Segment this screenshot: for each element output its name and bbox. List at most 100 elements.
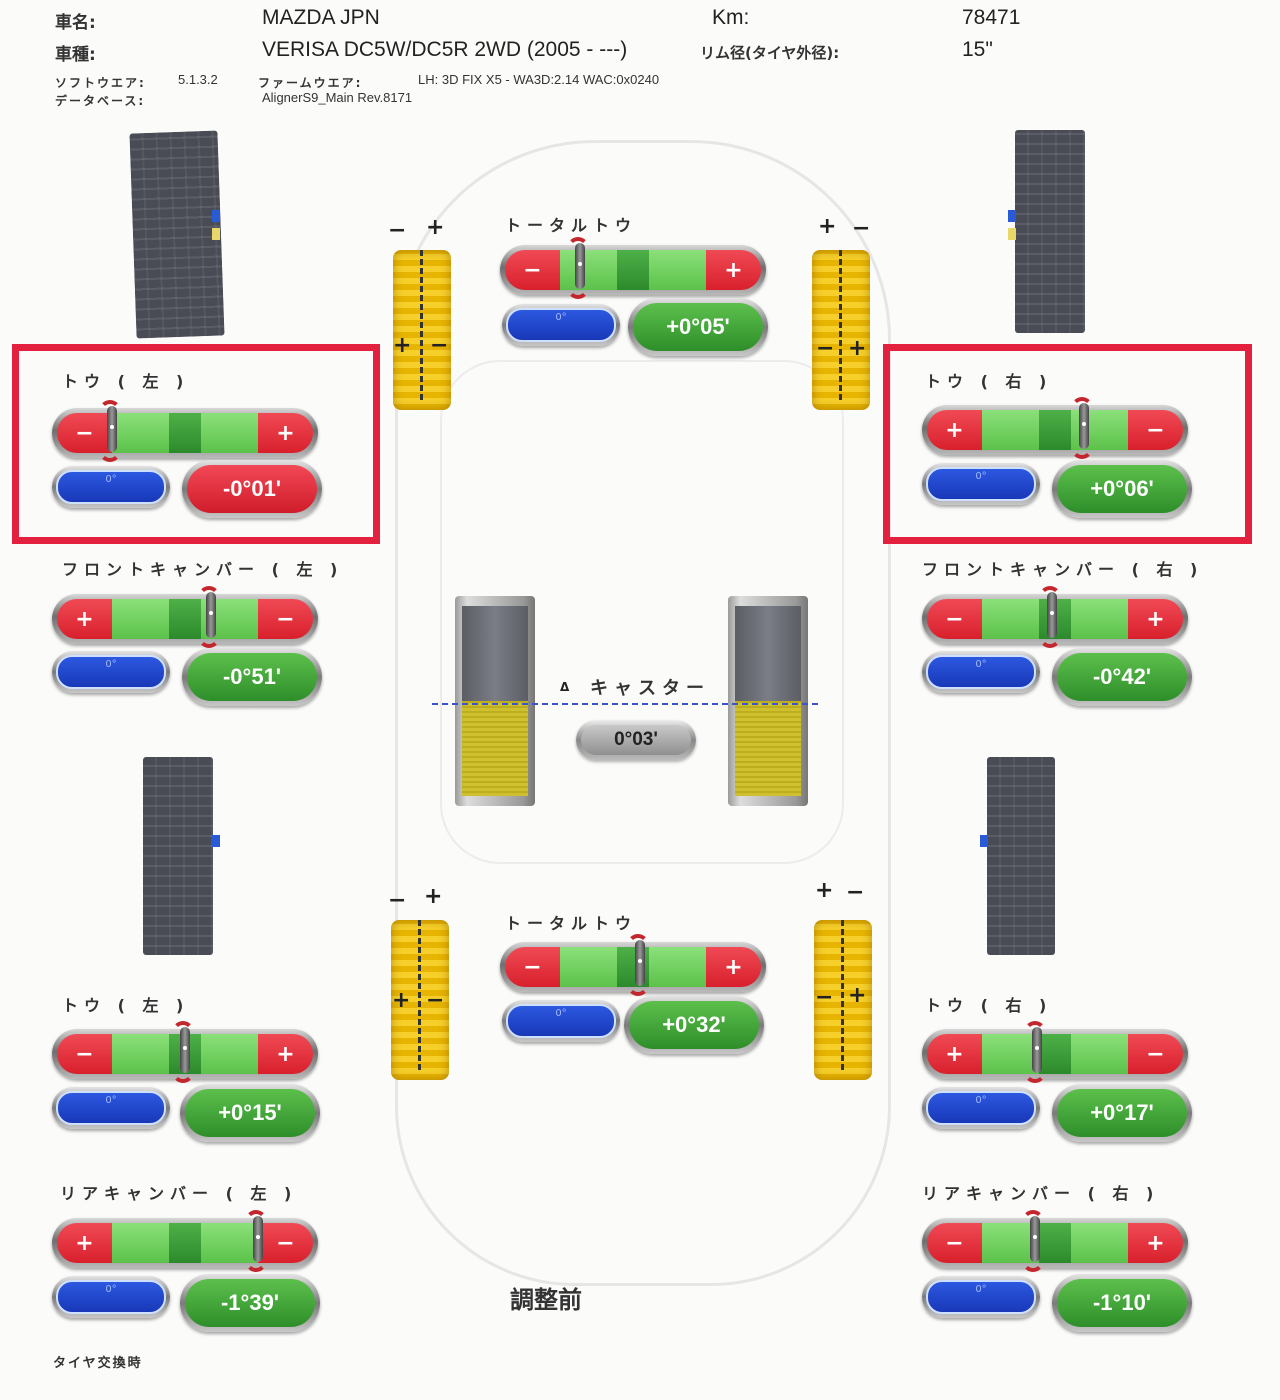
- rear-toe-left-needle-icon: [172, 1021, 194, 1083]
- front-camber-left-title: フロントキャンバー ( 左 ): [62, 560, 344, 579]
- rear-camber-left-spec-pill: 0°: [52, 1276, 170, 1318]
- highlight-box-toe-right: [883, 344, 1252, 544]
- front-camber-left-spec-pill: 0°: [52, 651, 170, 693]
- rear-right-wheel-icon: [814, 920, 872, 1080]
- database-value: AlignerS9_Main Rev.8171: [262, 90, 413, 105]
- rear-camber-left-value: -1°39': [185, 1279, 315, 1327]
- software-value: 5.1.3.2: [178, 72, 218, 87]
- car-type-label: 車種:: [55, 45, 96, 65]
- tire-front-left-image: [129, 130, 225, 339]
- caster-value: 0°03': [581, 725, 691, 755]
- rear-total-toe-title: トータルトウ: [505, 914, 638, 933]
- delta-icon: Δ: [560, 680, 570, 694]
- front-toe-left-value: -0°01': [187, 465, 317, 513]
- tag-yellow-icon: [1008, 228, 1016, 240]
- rear-toe-right-needle-icon: [1024, 1021, 1047, 1083]
- rear-camber-right-value-pill: -1°10': [1052, 1274, 1192, 1332]
- caster-reference-line: [432, 703, 818, 705]
- front-toe-left-left-sign: −: [57, 413, 112, 453]
- rear-camber-right-title: リアキャンバー ( 右 ): [922, 1184, 1160, 1203]
- rear-camber-left-title: リアキャンバー ( 左 ): [60, 1184, 298, 1203]
- front-total-toe-title: トータルトウ: [505, 216, 638, 235]
- rear-toe-right-spec-pill: 0°: [922, 1087, 1040, 1129]
- rear-total-toe-needle-icon: [627, 934, 650, 996]
- front-toe-right-needle-icon: [1071, 397, 1094, 459]
- front-camber-right-value: -0°42': [1057, 653, 1187, 701]
- tire-front-right-image: [1015, 130, 1085, 333]
- front-toe-left-needle-icon: [99, 400, 121, 462]
- front-camber-right-needle-icon: [1039, 586, 1062, 648]
- front-right-wheel-icon: [812, 250, 870, 410]
- footer-note: タイヤ交換時: [53, 1356, 143, 1371]
- rear-total-toe-left-sign: −: [505, 947, 560, 987]
- rear-toe-left-left-sign: −: [57, 1034, 112, 1074]
- firmware-value: LH: 3D FIX X5 - WA3D:2.14 WAC:0x0240: [418, 72, 660, 87]
- rear-toe-left-value: +0°15': [185, 1089, 315, 1137]
- stage-label: 調整前: [510, 1286, 582, 1314]
- rear-toe-left-spec: 0°: [105, 1094, 117, 1106]
- rear-total-toe-gauge: − +: [500, 934, 766, 996]
- sign-minus: −: [815, 985, 834, 1010]
- sign-plus: +: [848, 983, 867, 1008]
- front-total-toe-needle-icon: [567, 237, 590, 299]
- car-name-value: MAZDA JPN: [262, 6, 380, 29]
- tire-rear-right-image: [987, 757, 1055, 955]
- rear-total-toe-spec: 0°: [555, 1007, 567, 1019]
- front-camber-left-value-pill: -0°51': [182, 648, 322, 706]
- tag-blue-icon: [212, 210, 220, 222]
- front-camber-right-spec: 0°: [975, 658, 987, 670]
- front-toe-left-spec-pill: 0°: [52, 466, 170, 508]
- tag-blue-icon: [212, 835, 220, 847]
- sign-minus: −: [430, 333, 449, 358]
- front-toe-right-gauge: + −: [922, 397, 1188, 459]
- software-label: ソフトウエア:: [55, 76, 146, 90]
- tag-blue-icon: [1008, 210, 1016, 222]
- sign-minus: −: [846, 880, 865, 905]
- rear-camber-right-gauge: − +: [922, 1210, 1188, 1272]
- sign-plus: +: [424, 884, 443, 909]
- car-name-label: 車名:: [55, 13, 96, 33]
- sign-minus: −: [426, 988, 445, 1013]
- front-toe-right-spec-pill: 0°: [922, 463, 1040, 505]
- rear-toe-right-spec: 0°: [975, 1094, 987, 1106]
- rear-toe-right-value-pill: +0°17': [1052, 1084, 1192, 1142]
- rear-toe-left-title: トウ ( 左 ): [62, 996, 190, 1015]
- rear-camber-right-left-sign: −: [927, 1223, 982, 1263]
- front-total-toe-spec-pill: 0°: [502, 304, 620, 346]
- rear-camber-left-gauge: + −: [52, 1210, 318, 1272]
- front-toe-left-value-pill: -0°01': [182, 460, 322, 518]
- front-total-toe-spec: 0°: [555, 311, 567, 323]
- front-toe-right-right-sign: −: [1128, 410, 1183, 450]
- rear-camber-left-right-sign: −: [258, 1223, 313, 1263]
- rear-toe-right-right-sign: −: [1128, 1034, 1183, 1074]
- rear-total-toe-spec-pill: 0°: [502, 1000, 620, 1042]
- front-toe-right-value: +0°06': [1057, 465, 1187, 513]
- front-camber-right-left-sign: −: [927, 599, 982, 639]
- front-camber-right-value-pill: -0°42': [1052, 648, 1192, 706]
- front-total-toe-gauge: − +: [500, 237, 766, 299]
- sign-plus: +: [392, 988, 411, 1013]
- rear-camber-left-left-sign: +: [57, 1223, 112, 1263]
- front-camber-left-needle-icon: [198, 586, 221, 648]
- front-camber-left-gauge: + −: [52, 586, 318, 648]
- tire-rear-left-image: [143, 757, 213, 955]
- car-type-value: VERISA DC5W/DC5R 2WD (2005 - ---): [262, 38, 628, 61]
- database-label: データベース:: [55, 94, 146, 108]
- front-total-toe-value-pill: +0°05': [628, 298, 768, 356]
- rear-toe-left-value-pill: +0°15': [180, 1084, 320, 1142]
- km-value: 78471: [962, 6, 1021, 29]
- sign-plus: +: [426, 215, 445, 240]
- rear-toe-left-right-sign: +: [258, 1034, 313, 1074]
- front-toe-right-left-sign: +: [927, 410, 982, 450]
- rear-camber-left-value-pill: -1°39': [180, 1274, 320, 1332]
- sign-plus: +: [818, 214, 837, 239]
- caster-title: キャスター: [590, 678, 710, 699]
- rear-left-wheel-icon: [391, 920, 449, 1080]
- tag-yellow-icon: [212, 228, 220, 240]
- caster-value-pill: 0°03': [576, 720, 696, 760]
- firmware-label: ファームウエア:: [258, 76, 363, 90]
- sign-plus: +: [393, 333, 412, 358]
- front-toe-right-title: トウ ( 右 ): [925, 372, 1053, 391]
- rear-toe-right-left-sign: +: [927, 1034, 982, 1074]
- front-toe-left-right-sign: +: [258, 413, 313, 453]
